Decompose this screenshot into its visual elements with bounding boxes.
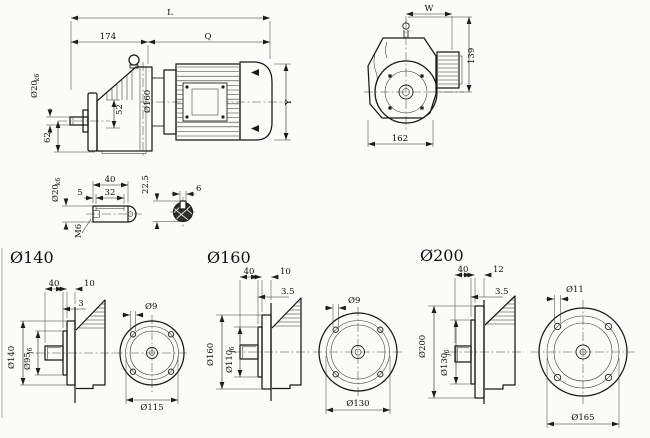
fan-cowl [239,61,273,141]
dim-label-62: 62 [43,132,53,143]
flange-160-group: Ø160 40 10 3.5 Ø160 [205,248,403,414]
dim-label-f140-40: 40 [49,279,60,289]
svg-text:22.5: 22.5 [141,175,151,194]
svg-text:62: 62 [43,132,53,143]
dim-label-f160-40: 40 [244,267,255,277]
dim-label-f200-spigot: Ø130 j6 [439,350,451,376]
flange-200-group: Ø200 40 12 3.5 Ø200 [417,246,635,428]
flange-face [374,60,438,124]
dim-label-shaft-dia-detail: Ø20 k6 [50,178,62,202]
dim-label-L: L [167,8,173,18]
bolt-hole [553,322,562,331]
flange-200-title: Ø200 [420,246,464,265]
flange-140-group: Ø140 40 10 3 Ø140 [6,248,190,413]
dim-label-f160-hole: Ø9 [348,295,360,306]
svg-text:j6: j6 [444,350,451,357]
svg-text:Ø95: Ø95 [22,352,33,370]
svg-text:52: 52 [115,104,125,115]
eyebolt [128,54,140,66]
dim-label-f140-outer: Ø140 [6,346,17,369]
main-side-view: L 174 Q Y Ø20 k6 62 52 Ø160 [29,8,294,156]
svg-text:j6: j6 [27,348,34,355]
dim-label-174: 174 [100,32,116,42]
dim-label-6: 6 [196,184,201,194]
dim-label-Q: Q [205,32,212,42]
dim-label-f140-3: 3 [78,299,83,309]
flange-160-title: Ø160 [207,248,251,267]
bolt-hole [129,331,137,338]
dim-label-Y: Y [284,99,294,106]
flange-160-front-view: Ø9 Ø130 [313,295,403,414]
dim-label-W: W [425,4,434,14]
flange-200-side-view: 40 12 3.5 Ø200 Ø130 j6 [417,265,524,404]
svg-text:Ø140: Ø140 [6,346,17,369]
svg-text:Y: Y [284,99,294,106]
dim-label-32: 32 [105,188,116,198]
svg-text:k6: k6 [55,178,62,186]
bolt-hole [332,326,339,333]
flange-140-side-view: 40 10 3 Ø140 Ø95 j6 [6,279,116,403]
dim-label-139: 139 [467,48,477,64]
flange-140-title: Ø140 [10,248,54,267]
dim-label-f200-3: 3.5 [495,287,509,297]
svg-text:Ø200: Ø200 [417,335,428,358]
flange-200-front-view: Ø11 Ø165 [531,284,635,428]
dim-label-M6: M6 [74,224,84,238]
dim-label-f140-spigot: Ø95 j6 [22,348,34,370]
motor-fin-block [436,51,460,89]
output-flange [87,92,98,152]
shaft-end-detail: 40 32 5 Ø20 k6 M6 [50,175,142,238]
dim-label-f160-10: 10 [280,267,291,277]
svg-text:Ø20: Ø20 [50,184,61,202]
svg-text:Ø20: Ø20 [29,80,40,98]
dim-label-f200-40: 40 [458,265,469,275]
dim-label-f160-3: 3.5 [281,287,295,297]
svg-text:Ø160: Ø160 [205,343,216,366]
svg-text:Ø110: Ø110 [224,350,235,373]
dim-label-housing-dia: Ø160 [142,90,153,113]
dim-label-shaft-dia: Ø20 k6 [29,74,41,98]
keyway-cross-section: 6 22.5 [141,175,201,230]
dim-label-5: 5 [77,188,82,198]
svg-text:M6: M6 [74,224,84,238]
flange-140-front-view: Ø9 Ø115 [114,301,190,413]
svg-text:Ø160: Ø160 [142,90,153,113]
dim-label-22-5: 22.5 [141,175,151,194]
dim-label-f140-10: 10 [84,279,95,289]
flange-160-side-view: 40 10 3.5 Ø160 Ø110 j6 [205,267,310,401]
keyway-slot [179,200,187,210]
svg-text:Ø130: Ø130 [439,353,450,376]
dim-label-f200-outer: Ø200 [417,335,428,358]
dim-label-f160-outer: Ø160 [205,343,216,366]
dim-label-f140-hole: Ø9 [145,301,157,312]
dim-label-162: 162 [392,134,408,144]
dim-label-f140-bc: Ø115 [140,402,163,413]
dim-label-f160-spigot: Ø110 j6 [224,347,236,373]
svg-text:j6: j6 [229,347,236,354]
dim-label-f160-bc: Ø130 [346,398,369,409]
svg-text:139: 139 [467,48,477,64]
dim-label-f200-12: 12 [493,265,504,275]
dim-label-f200-bc: Ø165 [571,412,594,423]
main-end-view: W 139 162 [364,4,477,147]
svg-text:k6: k6 [34,74,41,82]
terminal-box [182,82,228,122]
dim-label-40: 40 [105,175,116,185]
dim-label-f200-hole: Ø11 [566,284,584,295]
dim-label-52: 52 [115,104,125,115]
